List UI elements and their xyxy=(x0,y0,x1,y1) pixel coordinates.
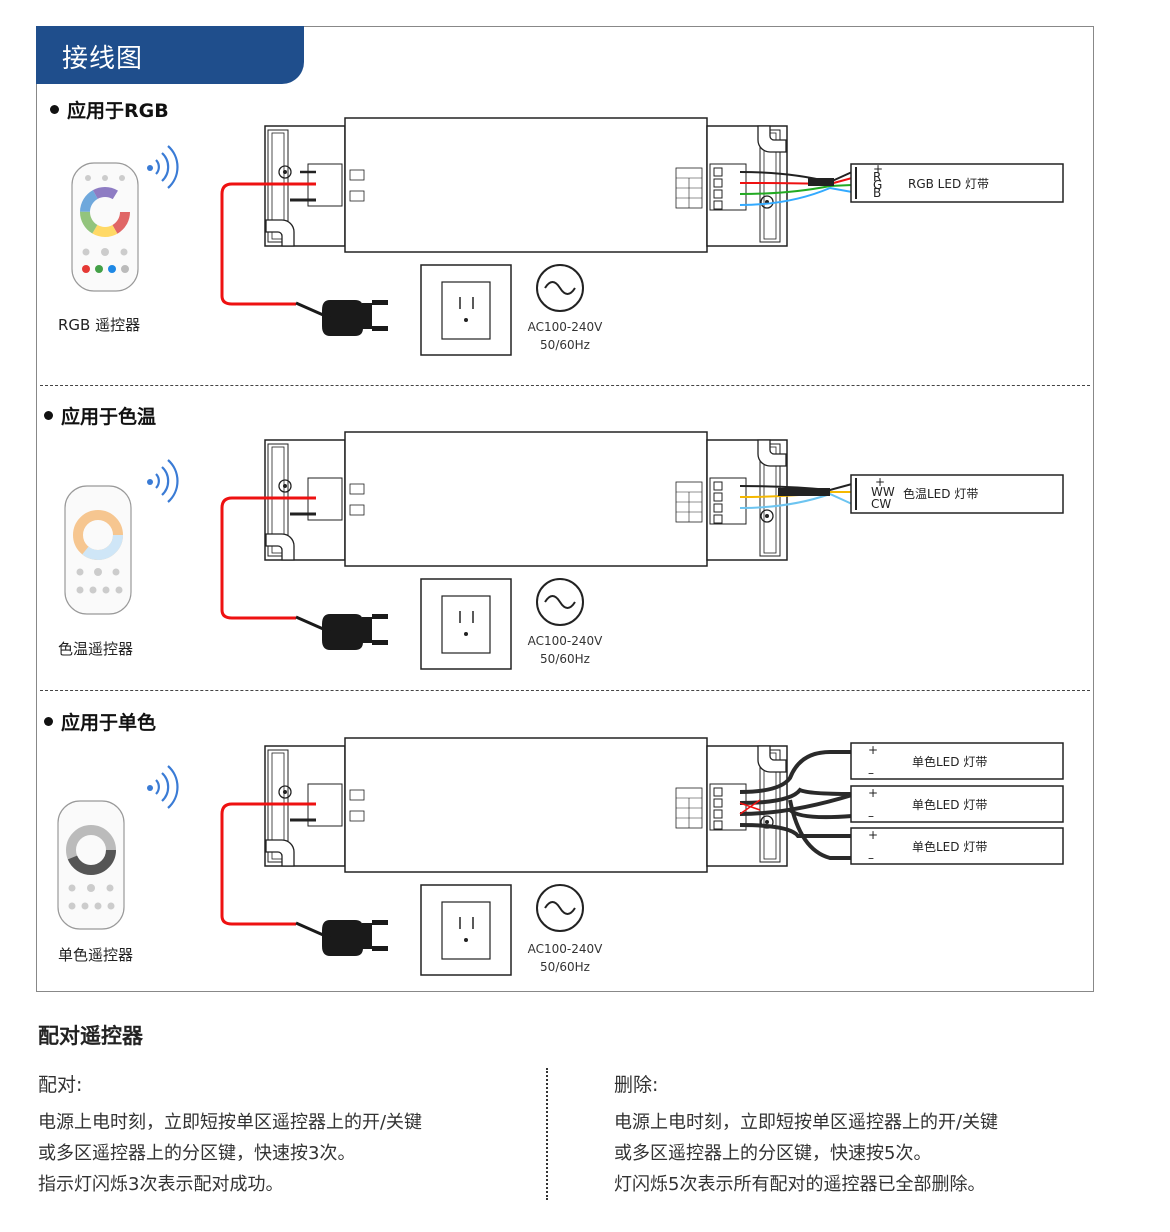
svg-text:–: – xyxy=(868,766,874,780)
wall-socket-icon xyxy=(420,578,512,670)
svg-text:–: – xyxy=(868,809,874,823)
mono-led-strip: + – 单色LED 灯带 xyxy=(850,827,1064,865)
wireless-signal-icon xyxy=(145,144,179,190)
svg-text:WW: WW xyxy=(871,485,895,499)
section-rgb-heading: 应用于RGB xyxy=(50,96,169,123)
diagram-frame xyxy=(36,26,1094,992)
ac-sine-icon xyxy=(536,264,584,312)
pair-instructions: 配对: 电源上电时刻，立即短按单区遥控器上的开/关键 或多区遥控器上的分区键，快… xyxy=(38,1074,423,1195)
section-divider xyxy=(40,385,1090,386)
wireless-signal-icon xyxy=(145,764,179,810)
title-tab: 接线图 xyxy=(36,26,304,84)
section-cct-heading: 应用于色温 xyxy=(44,402,156,429)
svg-text:+: + xyxy=(868,828,878,842)
power-plug-icon xyxy=(294,612,390,652)
svg-text:B: B xyxy=(873,186,881,200)
delete-instructions: 删除: 电源上电时刻，立即短按单区遥控器上的开/关键 或多区遥控器上的分区键，快… xyxy=(614,1074,999,1195)
wall-socket-icon xyxy=(420,264,512,356)
remote-caption: RGB 遥控器 xyxy=(58,316,141,334)
strip-label: 单色LED 灯带 xyxy=(912,840,987,854)
rgb-led-strip: + R G B RGB LED 灯带 xyxy=(850,162,1064,203)
mono-led-strip: + – 单色LED 灯带 xyxy=(850,742,1064,780)
section-mono-heading: 应用于单色 xyxy=(44,708,156,735)
svg-text:+: + xyxy=(868,786,878,800)
strip-label: 色温LED 灯带 xyxy=(903,487,978,501)
power-plug-icon xyxy=(294,918,390,958)
ac-sine-icon xyxy=(536,884,584,932)
led-driver xyxy=(264,431,788,567)
pairing-heading: 配对遥控器 xyxy=(38,1024,143,1048)
wall-socket-icon xyxy=(420,884,512,976)
led-driver xyxy=(264,737,788,873)
svg-text:R: R xyxy=(873,170,881,184)
remote-caption: 单色遥控器 xyxy=(58,946,134,964)
mono-remote xyxy=(57,800,125,930)
mono-led-strip: + – 单色LED 灯带 xyxy=(850,785,1064,823)
svg-text:+: + xyxy=(875,475,885,489)
cct-led-strip: + WW CW 色温LED 灯带 xyxy=(850,474,1064,514)
svg-text:G: G xyxy=(873,178,882,192)
strip-label: RGB LED 灯带 xyxy=(908,177,989,191)
svg-text:+: + xyxy=(868,743,878,757)
svg-text:CW: CW xyxy=(871,497,891,511)
cct-remote xyxy=(64,485,132,615)
page-title: 接线图 xyxy=(62,44,144,74)
wireless-signal-icon xyxy=(145,458,179,504)
rgb-remote xyxy=(71,162,139,292)
section-divider xyxy=(40,690,1090,691)
strip-label: 单色LED 灯带 xyxy=(912,798,987,812)
column-divider xyxy=(546,1068,548,1200)
svg-text:+: + xyxy=(873,162,883,176)
led-driver xyxy=(264,117,788,253)
power-plug-icon xyxy=(294,298,390,338)
wiring-diagram: + R G B RGB LED 灯带 + WW CW 色温 xyxy=(57,117,1064,976)
svg-text:–: – xyxy=(868,851,874,865)
strip-label: 单色LED 灯带 xyxy=(912,755,987,769)
remote-caption: 色温遥控器 xyxy=(58,640,134,658)
ac-sine-icon xyxy=(536,578,584,626)
